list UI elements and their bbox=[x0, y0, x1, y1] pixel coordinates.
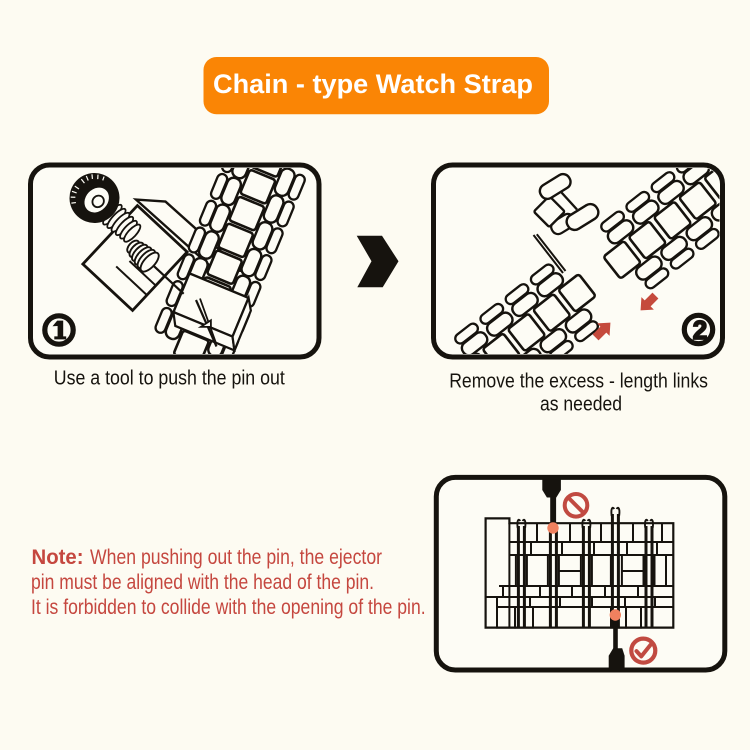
svg-text:It is forbidden to collide wit: It is forbidden to collide with the open… bbox=[31, 595, 426, 619]
svg-text:Note:: Note: bbox=[32, 545, 84, 569]
svg-text:pin must be aligned with the h: pin must be aligned with the head of the… bbox=[31, 570, 374, 594]
svg-text:as needed: as needed bbox=[540, 393, 622, 416]
svg-text:Use a tool to push the pin out: Use a tool to push the pin out bbox=[54, 368, 285, 390]
svg-text:When pushing out the pin, the: When pushing out the pin, the ejector bbox=[90, 545, 382, 569]
svg-text:2: 2 bbox=[693, 315, 707, 345]
svg-text:Chain - type Watch Strap: Chain - type Watch Strap bbox=[213, 69, 533, 99]
svg-text:Remove the excess - length lin: Remove the excess - length links bbox=[449, 370, 708, 393]
